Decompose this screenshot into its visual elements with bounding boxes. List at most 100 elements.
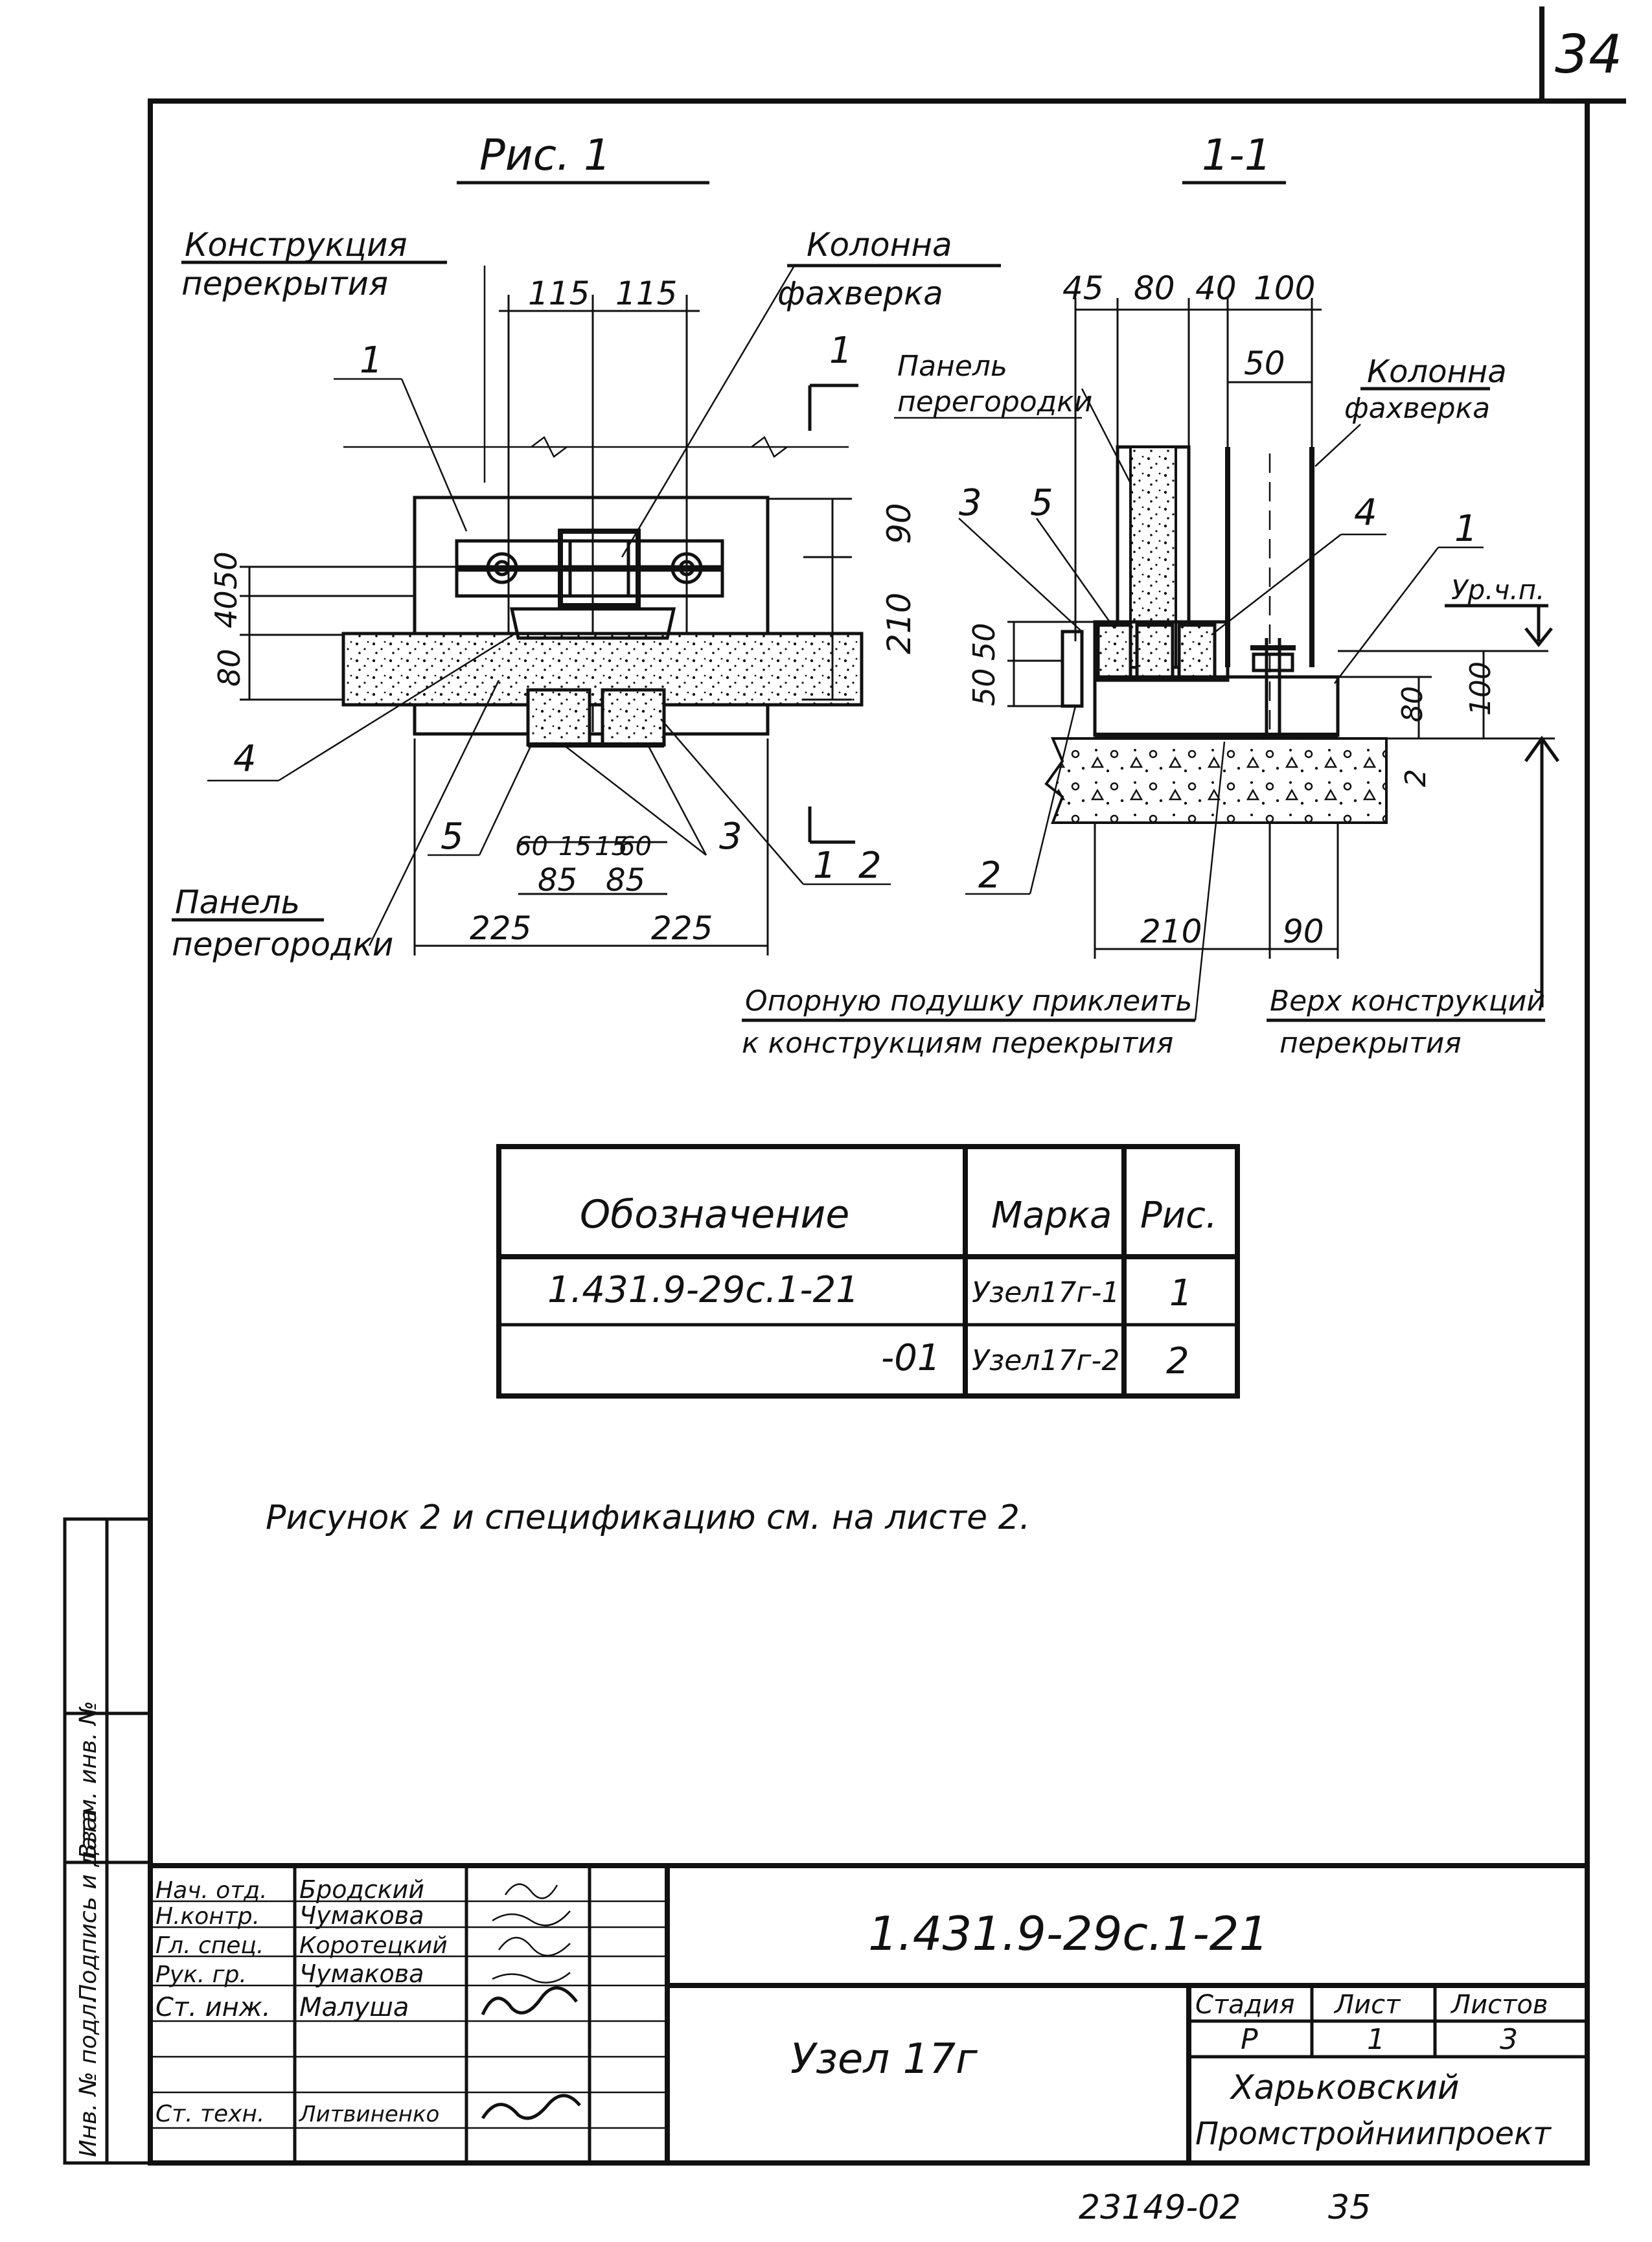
table-row2-mark: Узел17г-2 bbox=[972, 1344, 1119, 1377]
side-stamp-replace: Взам. инв. № bbox=[75, 1701, 102, 1859]
sheet-frame bbox=[148, 6, 1626, 2166]
section-title: 1-1 bbox=[1202, 130, 1272, 180]
fig1-dim-bottom-15-right: 15 bbox=[595, 832, 628, 862]
fig1-dim-right-90: 90 bbox=[880, 503, 918, 544]
section-label-column-line1: Колонна bbox=[1367, 354, 1507, 390]
tb-org-line2: Промстройниипроект bbox=[1195, 2116, 1552, 2152]
section-dim-100: 100 bbox=[1254, 269, 1315, 307]
tb-name-7: Литвиненко bbox=[298, 2101, 439, 2127]
fig1-label-column-line2: фахверка bbox=[777, 275, 943, 312]
footer-code: 23149-02 bbox=[1079, 2188, 1241, 2227]
fig1-callout-1-bottom: 1 bbox=[813, 845, 836, 887]
section-dim-right-2: 2 bbox=[1399, 769, 1432, 787]
tb-stage-header: Стадия bbox=[1195, 1990, 1294, 2020]
table-row1-fig: 1 bbox=[1169, 1272, 1193, 1314]
section-1-1: 1-1 45 80 40 100 50 Панель перегородки К… bbox=[894, 130, 1560, 1007]
fig1-dim-bottom-85-left: 85 bbox=[538, 862, 577, 898]
fig1-dim-top-left: 115 bbox=[528, 275, 590, 312]
title-block: Нач. отд. Н.контр. Гл. спец. Рук. гр. Ст… bbox=[148, 1863, 1590, 2166]
section-label-column-line2: фахверка bbox=[1344, 392, 1490, 425]
section-level-label: Ур.ч.п. bbox=[1451, 574, 1545, 606]
section-callout-3: 3 bbox=[959, 482, 982, 524]
section-dim-left-lower: 50 bbox=[967, 668, 1002, 706]
fig1-dim-bottom-225-right: 225 bbox=[651, 909, 713, 947]
tb-role-3: Гл. спец. bbox=[155, 1932, 264, 1959]
designation-table: Обозначение Марка Рис. 1.431.9-29с.1-21 … bbox=[496, 1144, 1240, 1399]
fig1-dim-left-50: 50 bbox=[209, 551, 244, 589]
section-label-panel-line1: Панель bbox=[897, 350, 1007, 383]
note-glue-line2: к конструкциям перекрытия bbox=[742, 1027, 1173, 1060]
fig1-dim-bottom-60-right: 60 bbox=[619, 832, 652, 862]
tb-designation: 1.431.9-29с.1-21 bbox=[868, 1906, 1268, 1961]
fig1-callout-4: 4 bbox=[233, 738, 257, 780]
tb-name-5: Малуша bbox=[299, 1993, 409, 2022]
section-label-panel-line2: перегородки bbox=[897, 385, 1092, 418]
section-dim-bottom-210: 210 bbox=[1140, 913, 1202, 950]
side-stamp: Инв. № подл. Подпись и дата Взам. инв. № bbox=[63, 1517, 152, 2165]
tb-sheets: 3 bbox=[1500, 2023, 1518, 2056]
section-callout-2: 2 bbox=[978, 854, 1002, 897]
fig1-title: Рис. 1 bbox=[479, 130, 611, 180]
side-stamp-signature: Подпись и дата bbox=[75, 1809, 102, 2002]
section-callout-4: 4 bbox=[1354, 492, 1377, 534]
fig1-label-panel-line1: Панель bbox=[175, 884, 300, 921]
tb-sheet: 1 bbox=[1367, 2023, 1385, 2056]
fig1-dim-top-right: 115 bbox=[615, 275, 677, 312]
table-row1-designation: 1.431.9-29с.1-21 bbox=[547, 1269, 859, 1311]
fig1-label-panel-line2: перегородки bbox=[172, 926, 393, 963]
notes: Опорную подушку приклеить к конструкциям… bbox=[266, 741, 1545, 1537]
table-header-designation: Обозначение bbox=[580, 1192, 849, 1237]
tb-org-line1: Харьковский bbox=[1229, 2068, 1460, 2107]
tb-role-5: Ст. инж. bbox=[155, 1993, 271, 2022]
tb-role-4: Рук. гр. bbox=[155, 1962, 247, 1988]
fig1-dim-bottom-60-left: 60 bbox=[515, 832, 548, 862]
tb-role-2: Н.контр. bbox=[155, 1903, 260, 1930]
footer-page: 35 bbox=[1328, 2188, 1371, 2227]
fig1-section-mark: 1 bbox=[829, 330, 853, 372]
fig1-dim-bottom-85-right: 85 bbox=[606, 862, 645, 898]
section-dim-40: 40 bbox=[1195, 269, 1237, 307]
figure-1: Рис. 1 Конструкция перекрытия Колонна фа… bbox=[172, 130, 1001, 963]
tb-name-1: Бродский bbox=[299, 1875, 424, 1904]
tb-name-2: Чумакова bbox=[299, 1901, 424, 1930]
fig1-callout-5: 5 bbox=[441, 816, 464, 858]
note-see-sheet: Рисунок 2 и спецификацию см. на листе 2. bbox=[266, 1498, 1030, 1537]
tb-node-name: Узел 17г bbox=[790, 2035, 978, 2083]
tb-name-4: Чумакова bbox=[299, 1960, 424, 1988]
note-top-structure-line1: Верх конструкций bbox=[1270, 985, 1545, 1018]
fig1-callout-2: 2 bbox=[858, 845, 882, 887]
section-callout-1: 1 bbox=[1454, 508, 1478, 550]
fig1-label-column-line1: Колонна bbox=[807, 226, 952, 264]
section-dim-80: 80 bbox=[1134, 269, 1175, 307]
note-glue-line1: Опорную подушку приклеить bbox=[745, 985, 1192, 1018]
tb-role-7: Ст. техн. bbox=[155, 2101, 264, 2127]
fig1-dim-bottom-15-left: 15 bbox=[558, 832, 591, 862]
fig1-label-structure-line2: перекрытия bbox=[181, 265, 388, 303]
fig1-label-structure-line1: Конструкция bbox=[185, 226, 407, 264]
section-dim-left-upper: 50 bbox=[967, 623, 1002, 661]
tb-stage: Р bbox=[1241, 2023, 1258, 2056]
fig1-callout-3: 3 bbox=[719, 816, 742, 858]
table-header-fig: Рис. bbox=[1140, 1195, 1217, 1237]
table-row1-mark: Узел17г-1 bbox=[972, 1276, 1119, 1309]
tb-name-3: Коротецкий bbox=[299, 1932, 448, 1959]
section-dim-bottom-90: 90 bbox=[1283, 913, 1324, 950]
signatures bbox=[481, 1883, 581, 2120]
table-header-mark: Марка bbox=[991, 1195, 1112, 1237]
tb-role-1: Нач. отд. bbox=[155, 1877, 268, 1904]
note-top-structure-line2: перекрытия bbox=[1279, 1027, 1462, 1060]
sheet-number: 34 bbox=[1555, 24, 1622, 86]
tb-sheet-header: Лист bbox=[1333, 1990, 1401, 2020]
section-dim-right-80: 80 bbox=[1396, 686, 1429, 722]
tb-sheets-header: Листов bbox=[1450, 1990, 1548, 2020]
table-row2-fig: 2 bbox=[1166, 1340, 1189, 1382]
section-dim-45: 45 bbox=[1062, 269, 1104, 307]
section-dim-right-100: 100 bbox=[1464, 661, 1497, 716]
fig1-dim-left-80: 80 bbox=[212, 648, 247, 687]
section-callout-5: 5 bbox=[1030, 482, 1053, 524]
fig1-dim-bottom-225-left: 225 bbox=[470, 909, 531, 947]
fig1-dim-left-40: 40 bbox=[209, 590, 244, 628]
side-stamp-inv: Инв. № подл. bbox=[75, 1996, 102, 2157]
section-dim-50: 50 bbox=[1244, 345, 1285, 382]
